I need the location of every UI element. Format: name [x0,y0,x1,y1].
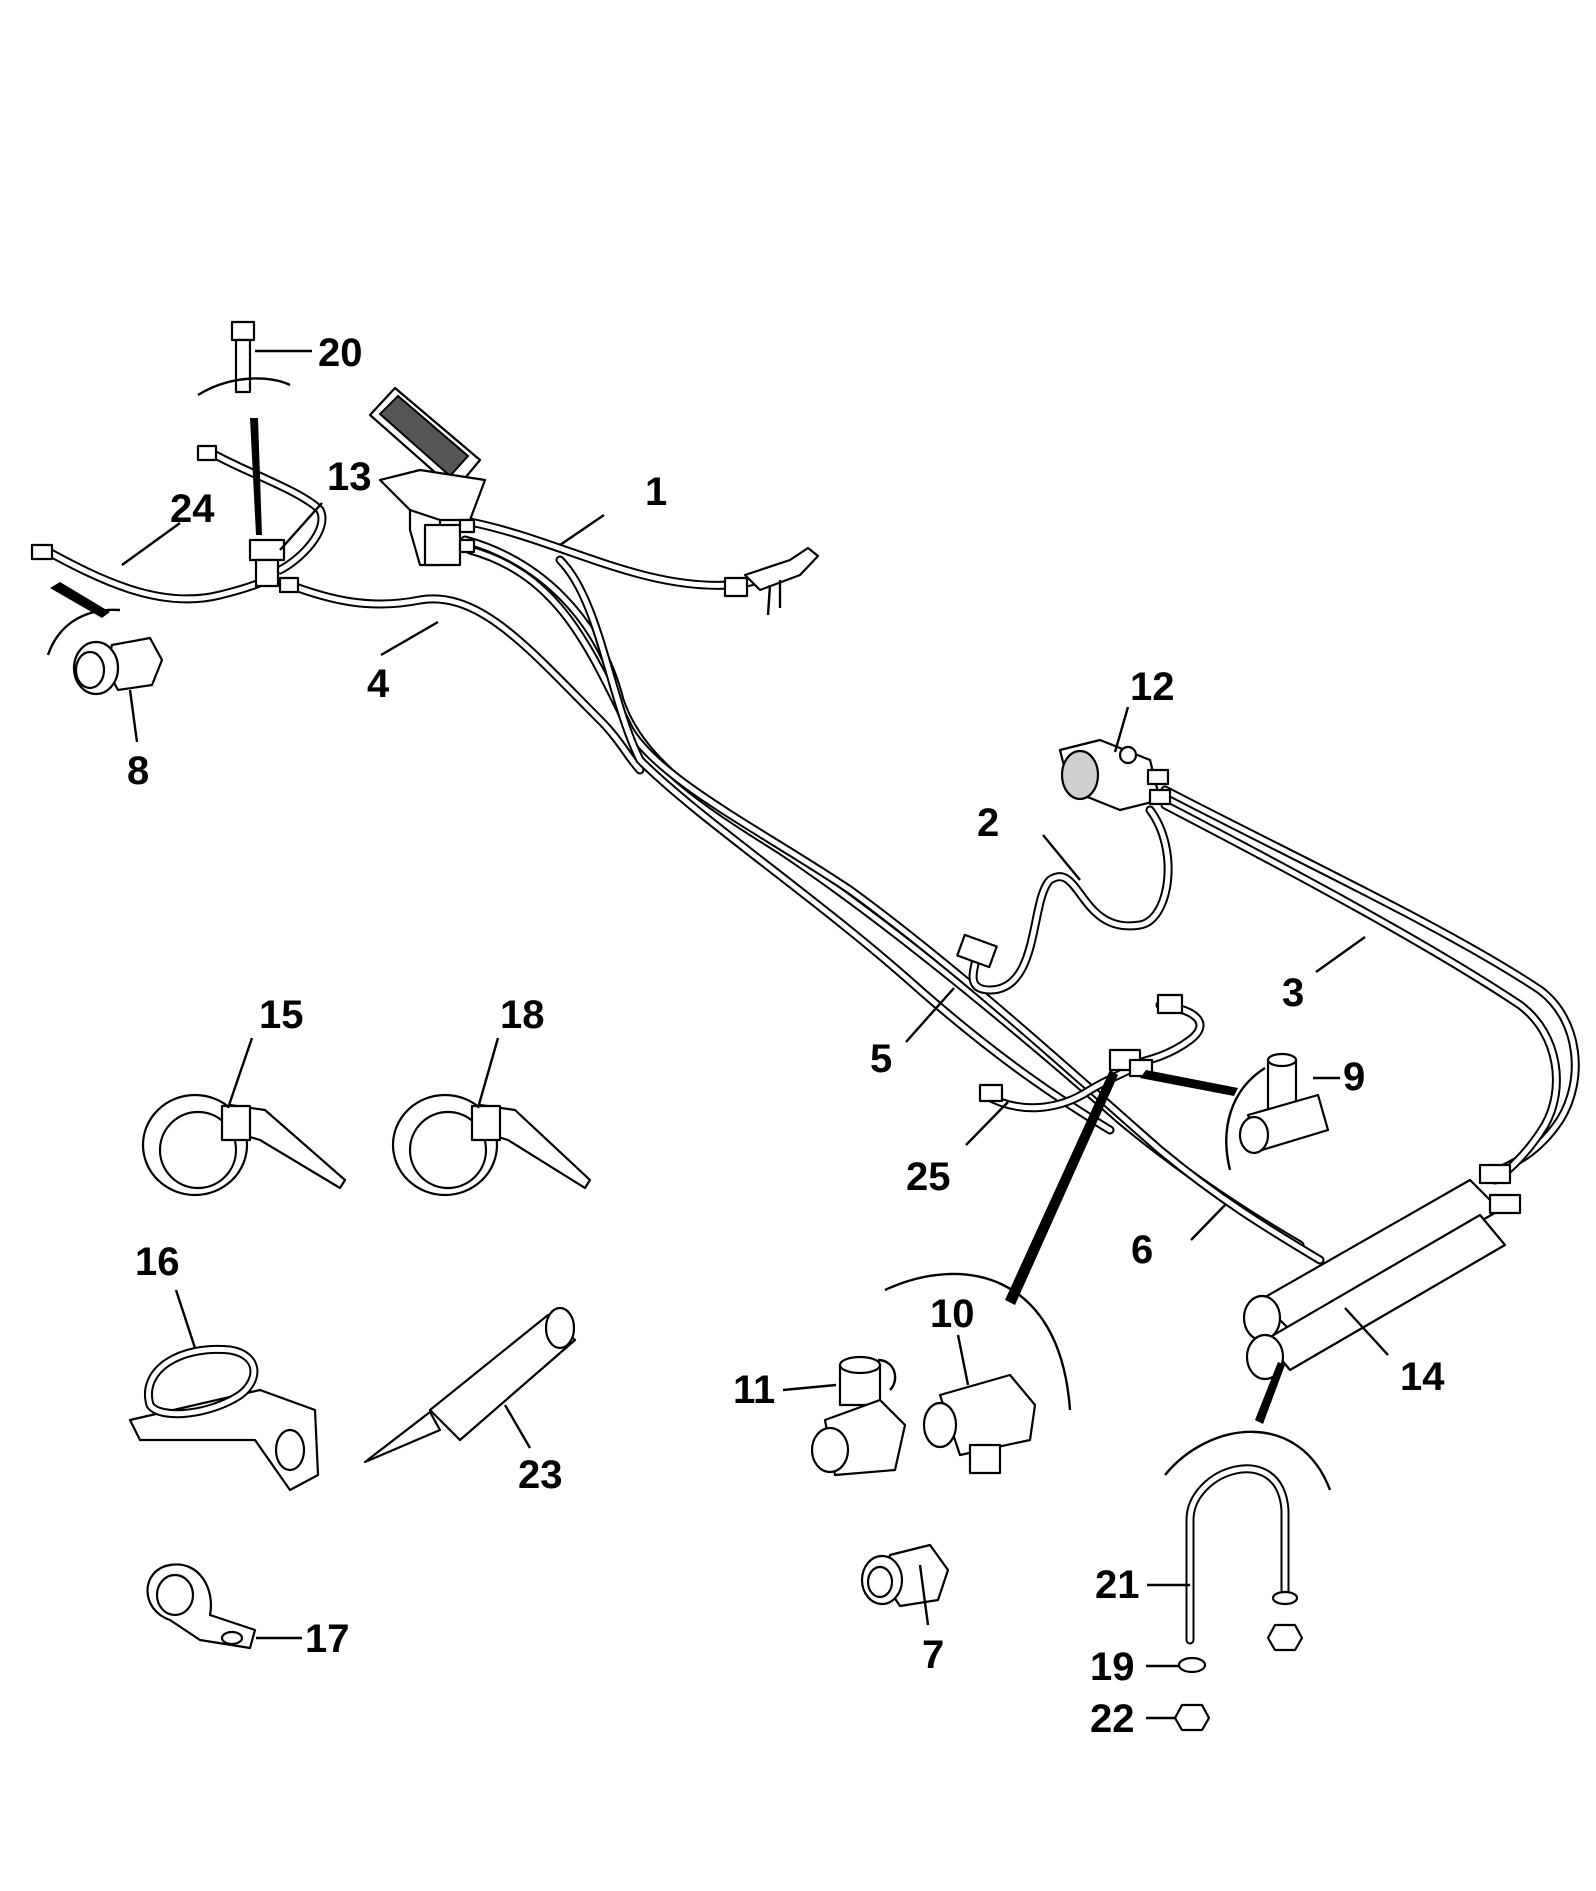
cable-tie-15 [141,1093,347,1197]
callout-4: 4 [367,662,390,706]
callout-5: 5 [870,1037,892,1081]
cable-tie-18 [391,1093,592,1197]
callout-20: 20 [318,331,363,375]
bracket-fitting [723,546,820,616]
detail-arc-21 [1164,1430,1332,1491]
callout-2: 2 [977,801,999,845]
pointer-21 [1255,1362,1285,1424]
pointer-9 [1140,1070,1238,1096]
washer-19 [1177,1656,1207,1674]
detail-arc-20 [197,377,291,397]
detail-arc-9 [1225,1066,1266,1171]
bolt-20 [230,320,256,394]
pointer-10 [1005,1070,1118,1305]
callout-19: 19 [1090,1645,1135,1689]
callout-1: 1 [645,470,667,514]
valve-12 [1058,738,1172,812]
callout-21: 21 [1095,1563,1140,1607]
callout-9: 9 [1343,1055,1365,1099]
pointer-20 [250,418,262,535]
callout-6: 6 [1131,1228,1153,1272]
hose-end-24 [30,543,54,561]
nut-22 [1173,1703,1211,1732]
callout-8: 8 [127,749,149,793]
hose-end-2 [956,933,998,969]
callouts: 20 1 13 24 4 8 12 2 3 15 18 5 9 25 6 16 … [127,331,1445,1741]
callout-23: 23 [518,1453,563,1497]
leader-lines [121,349,1389,1720]
callout-3: 3 [1282,971,1304,1015]
p-clip-17 [146,1563,257,1650]
callout-11: 11 [733,1368,775,1412]
detail-arc-10 [884,1272,1072,1411]
pointer-8 [50,582,110,618]
callout-10: 10 [930,1292,975,1336]
clip-bracket-16 [128,1344,320,1492]
pedal-assembly [368,386,487,567]
callout-14: 14 [1400,1355,1445,1399]
callout-13: 13 [327,455,372,499]
callout-7: 7 [922,1633,944,1677]
callout-15: 15 [259,993,304,1037]
fitting-11 [810,1355,907,1477]
callout-16: 16 [135,1240,180,1284]
fitting-10 [922,1373,1037,1475]
u-bolt-21 [1185,1464,1304,1652]
adapter-8 [72,636,164,696]
callout-24: 24 [170,487,215,531]
callout-12: 12 [1130,665,1175,709]
adapter-7 [860,1543,950,1608]
tee-fitting-9 [1238,1052,1330,1155]
sealant-tube-23 [363,1306,577,1464]
callout-17: 17 [305,1617,350,1661]
cylinders-14 [1242,1163,1522,1381]
callout-18: 18 [500,993,545,1037]
callout-25: 25 [906,1155,951,1199]
tee-fitting-13 [196,444,300,594]
callout-22: 22 [1090,1697,1135,1741]
detail-arc-8 [46,608,121,656]
